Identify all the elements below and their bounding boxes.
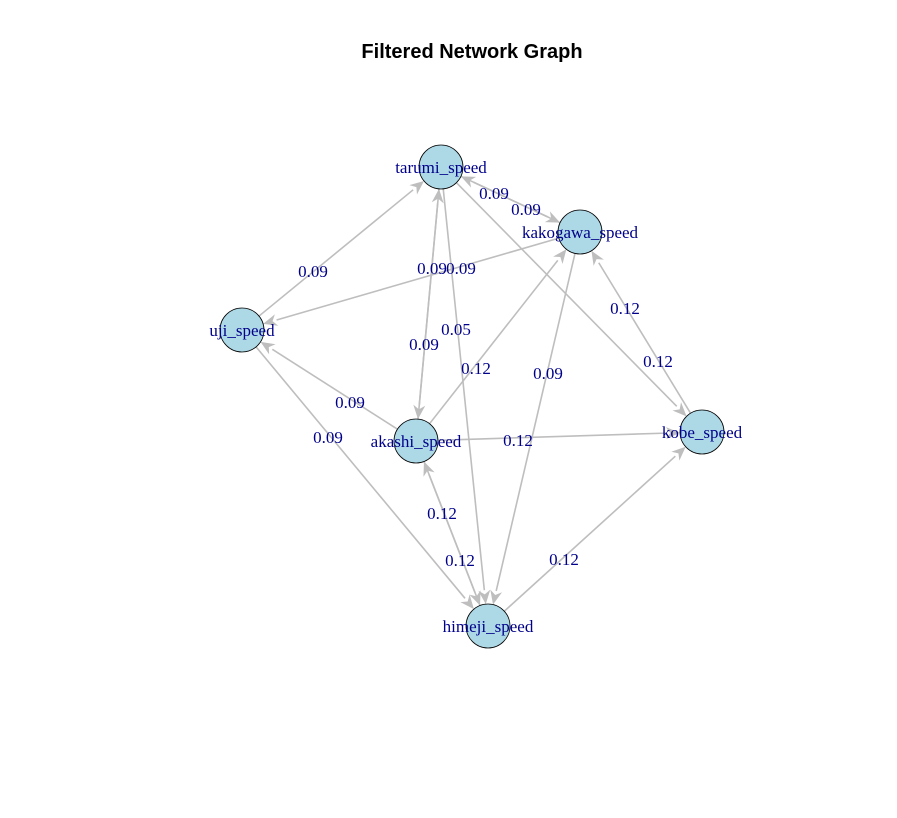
edge-weight-label: 0.09	[533, 364, 563, 383]
arrowhead	[671, 446, 686, 461]
node-circle[interactable]	[418, 144, 464, 190]
edge-line	[495, 253, 576, 592]
edge-line	[598, 262, 692, 414]
edge-weight-label: 0.09	[298, 262, 328, 281]
edge-line	[423, 461, 476, 593]
edge-kakogawa-uji	[263, 237, 560, 326]
edge-akashi-kobe	[437, 427, 681, 442]
edge-weight-label: 0.09	[479, 184, 509, 203]
node-label: uji_speed	[209, 321, 275, 340]
edge-weight-label: 0.12	[445, 551, 475, 570]
node-tarumi[interactable]: tarumi_speed	[395, 144, 487, 190]
node-himeji[interactable]: himeji_speed	[443, 603, 534, 649]
edge-weight-label: 0.09	[446, 259, 476, 278]
arrowhead	[460, 176, 477, 188]
edge-weight-label: 0.12	[549, 550, 579, 569]
node-label: kakogawa_speed	[522, 223, 639, 242]
graph-title: Filtered Network Graph	[361, 41, 582, 63]
edge-weight-label: 0.12	[643, 352, 673, 371]
edge-line	[271, 348, 398, 430]
node-circle[interactable]	[465, 603, 511, 649]
edge-himeji-kobe	[503, 446, 686, 612]
edge-akashi-himeji	[423, 461, 481, 606]
node-label: kobe_speed	[662, 423, 743, 442]
edge-weight-label: 0.09	[313, 428, 343, 447]
node-label: tarumi_speed	[395, 158, 487, 177]
edge-weight-label: 0.09	[417, 259, 447, 278]
arrowhead	[260, 341, 276, 355]
edge-line	[276, 237, 560, 321]
node-kobe[interactable]: kobe_speed	[662, 409, 743, 455]
edge-weight-label: 0.12	[610, 299, 640, 318]
edges-layer	[255, 175, 692, 612]
edge-line	[473, 181, 561, 224]
arrowhead	[460, 594, 474, 610]
node-uji[interactable]: uji_speed	[209, 307, 275, 353]
arrowhead	[665, 427, 681, 440]
edge-line	[442, 188, 486, 591]
nodes-layer: tarumi_speed kakogawa_speed uji_speedakash…	[209, 144, 743, 649]
arrowhead	[469, 590, 481, 606]
node-circle[interactable]	[557, 209, 603, 255]
edge-tarumi-kobe	[455, 182, 687, 417]
arrowhead	[263, 314, 279, 326]
edge-line	[255, 346, 466, 599]
node-kakogawa[interactable]: kakogawa_speed	[522, 209, 639, 255]
edge-akashi-uji	[260, 341, 398, 430]
arrowhead	[478, 589, 491, 605]
arrowhead	[544, 211, 561, 223]
edge-line	[455, 182, 678, 407]
edge-line	[258, 189, 414, 317]
node-circle[interactable]	[219, 307, 265, 353]
edge-tarumi-himeji	[442, 188, 491, 605]
node-circle[interactable]	[393, 418, 439, 464]
edge-weight-label: 0.12	[461, 359, 491, 378]
edge-weight-label: 0.09	[409, 335, 439, 354]
edge-weight-label: 0.09	[511, 200, 541, 219]
arrowhead	[490, 589, 503, 605]
edge-akashi-kakogawa	[428, 249, 567, 425]
edge-akashi-tarumi	[417, 188, 444, 420]
edge-line	[503, 455, 676, 612]
edge-weight-label: 0.12	[503, 431, 533, 450]
edge-kakogawa-himeji	[490, 253, 576, 605]
arrowhead	[672, 402, 687, 417]
edge-kobe-kakogawa	[591, 250, 692, 414]
edge-line	[417, 202, 439, 420]
arrowhead	[431, 188, 444, 204]
edge-weight-label: 0.12	[427, 504, 457, 523]
edge-uji-himeji	[255, 346, 474, 610]
edge-line	[437, 432, 667, 442]
node-label: himeji_speed	[443, 617, 534, 636]
node-akashi[interactable]: akashi_speed	[371, 418, 462, 464]
node-label: akashi_speed	[371, 432, 462, 451]
edge-uji-tarumi	[258, 180, 424, 317]
edge-weight-label: 0.05	[441, 320, 471, 339]
edge-line	[428, 259, 559, 425]
arrowhead	[409, 180, 424, 195]
arrowhead	[591, 250, 604, 266]
edge-weight-label: 0.09	[335, 393, 365, 412]
arrowhead	[553, 249, 567, 265]
edge-kakogawa-tarumi	[460, 176, 561, 224]
node-circle[interactable]	[679, 409, 725, 455]
